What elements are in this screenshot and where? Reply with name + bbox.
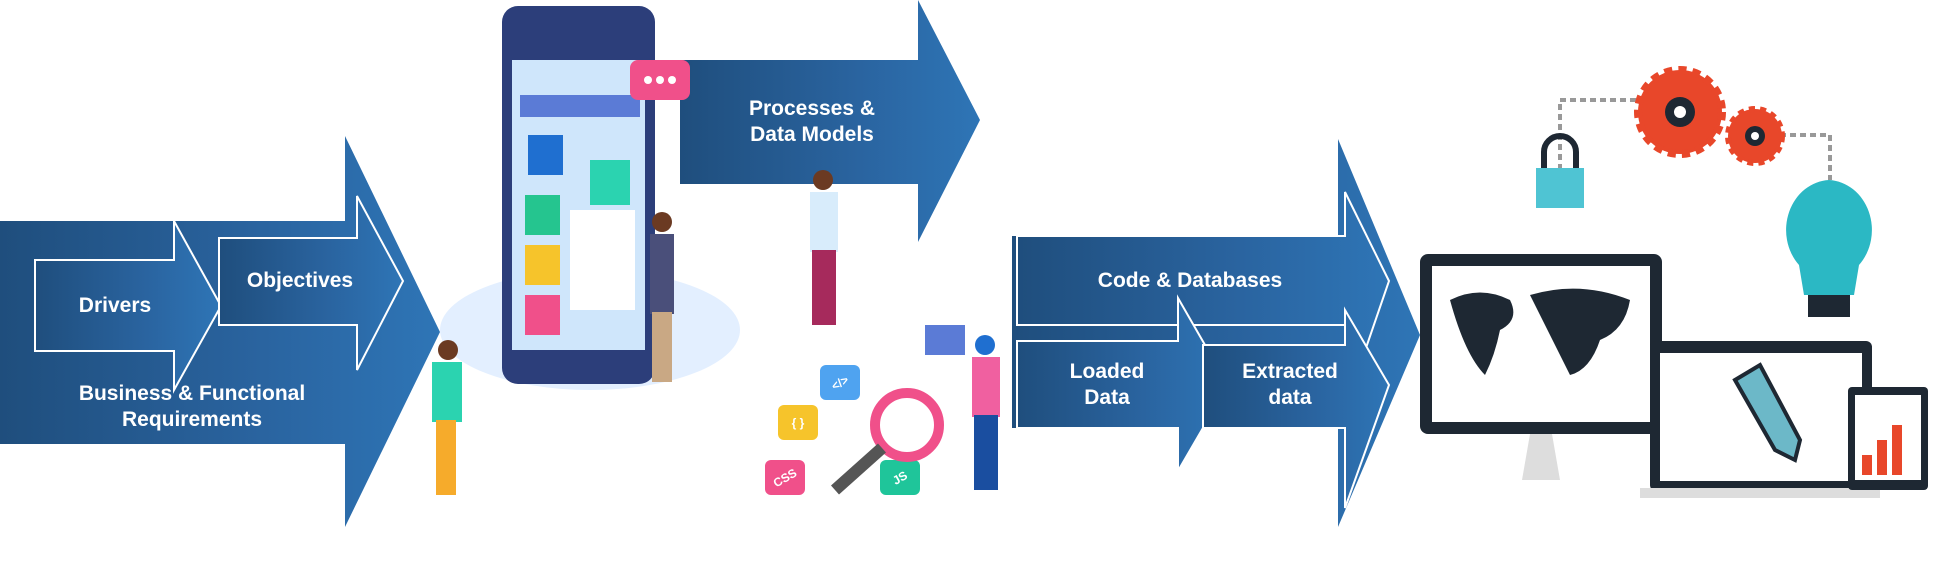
devices-illustration [1420,66,1928,498]
world-map [1450,288,1630,375]
business-line-1: Business & Functional [78,382,306,405]
business-requirements-label: Business & Functional Requirements [79,381,305,433]
processes-line-1: Processes & [748,97,876,120]
processes-arrow [680,0,980,242]
processes-label: Processes & Data Models [749,96,875,148]
processes-line-2: Data Models [750,123,874,146]
objectives-arrow [218,195,405,371]
lock-icon [1541,133,1579,170]
code-databases-label: Code & Databases [1097,269,1283,292]
extracted-data-label: Extracted data [1242,359,1338,411]
code-arrow [1016,191,1391,410]
objectives-label: Objectives [246,269,354,292]
pencil-icon [1732,362,1803,463]
loaded-line-2: Data [1084,386,1130,409]
requirements-arrow [0,136,440,527]
person-figures [432,170,1000,495]
drivers-label: Drivers [78,294,152,317]
extracted-data-arrow [1202,306,1391,509]
business-line-2: Requirements [121,408,263,431]
extracted-line-2: data [1268,386,1312,409]
drivers-arrow [34,220,223,394]
code-tag-icons [765,365,944,495]
loaded-data-label: Loaded Data [1070,359,1145,411]
loaded-line-1: Loaded [1069,360,1145,383]
extracted-line-1: Extracted [1242,360,1338,383]
lightbulb-icon [1786,180,1872,295]
code-tag-braces: { } [791,416,805,430]
